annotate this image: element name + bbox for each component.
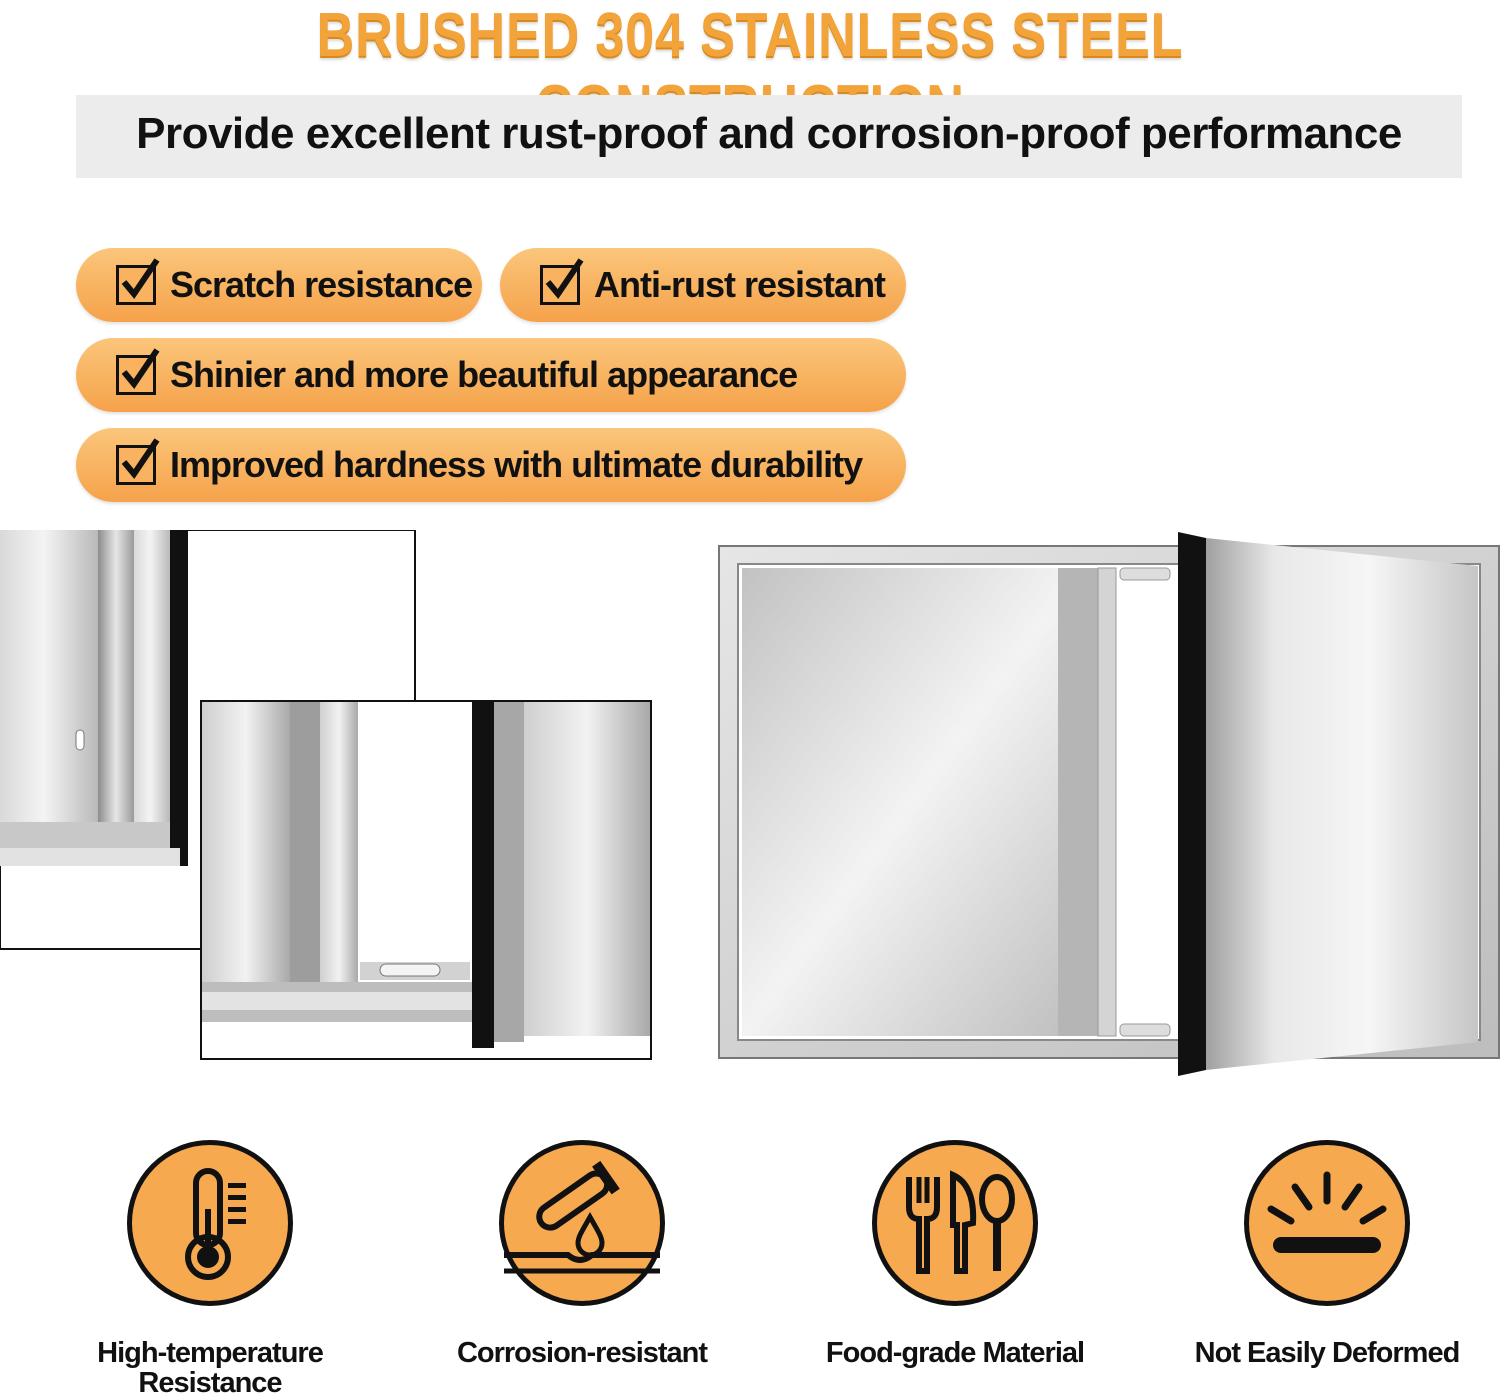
benefit-pill-anti-rust: Anti-rust resistant <box>500 248 906 322</box>
feature-label: High-temperature Resistance <box>97 1337 324 1399</box>
benefit-pill-hardness: Improved hardness with ultimate durabili… <box>76 428 906 502</box>
impact-icon <box>1244 1140 1410 1306</box>
test-tube-drop-icon <box>499 1140 665 1306</box>
feature-label: Corrosion-resistant <box>456 1337 708 1369</box>
benefit-pill-scratch: Scratch resistance <box>76 248 482 322</box>
checkbox-icon <box>116 258 160 305</box>
checkbox-icon <box>116 438 160 485</box>
checkbox-icon <box>540 258 584 305</box>
feature-label: Food-grade Material <box>825 1337 1085 1369</box>
feature-high-temperature: High-temperature Resistance <box>50 1140 370 1398</box>
thermometer-icon <box>127 1140 293 1306</box>
benefit-label: Scratch resistance <box>170 264 473 305</box>
checkbox-icon <box>116 348 160 395</box>
subtitle-bar: Provide excellent rust-proof and corrosi… <box>76 95 1462 178</box>
feature-label: Not Easily Deformed <box>1194 1337 1461 1369</box>
feature-not-deformed: Not Easily Deformed <box>1167 1140 1487 1368</box>
benefit-label: Improved hardness with ultimate durabili… <box>170 444 863 485</box>
fork-knife-spoon-icon <box>872 1140 1038 1306</box>
benefit-label: Anti-rust resistant <box>594 264 886 305</box>
feature-food-grade: Food-grade Material <box>795 1140 1115 1368</box>
detail-photo-hinge <box>200 700 652 1060</box>
headline: BRUSHED 304 STAINLESS STEEL CONSTRUCTION <box>316 1 1184 142</box>
feature-corrosion-resistant: Corrosion-resistant <box>422 1140 742 1368</box>
benefit-pill-appearance: Shinier and more beautiful appearance <box>76 338 906 412</box>
benefit-label: Shinier and more beautiful appearance <box>170 354 798 395</box>
subtitle: Provide excellent rust-proof and corrosi… <box>136 109 1402 158</box>
product-photo-cabinet <box>718 532 1500 1076</box>
